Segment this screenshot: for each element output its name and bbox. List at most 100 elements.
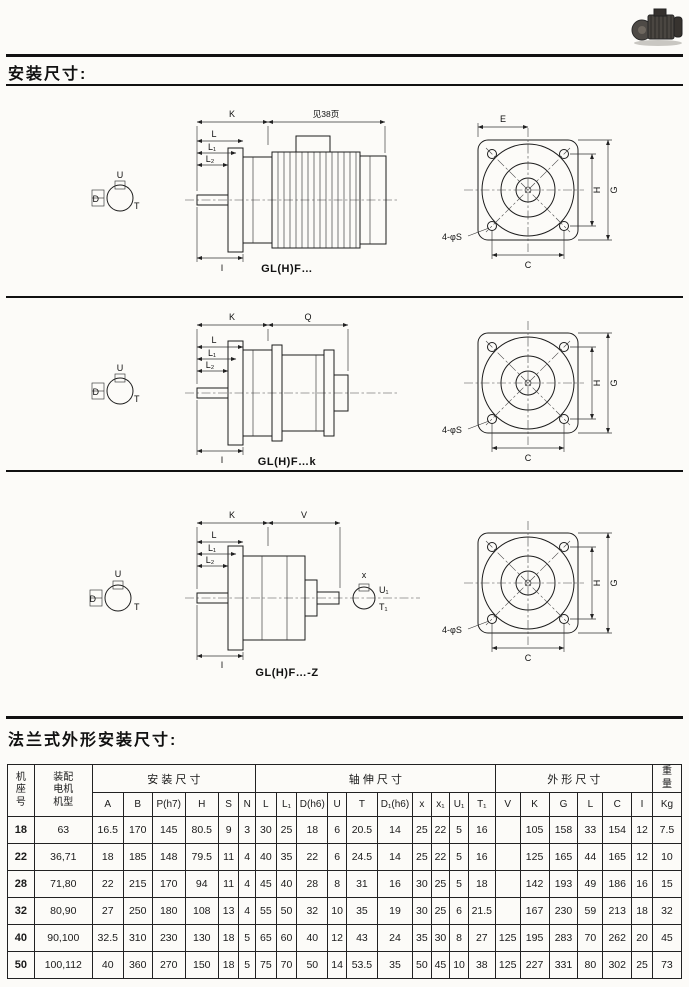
column-header: U₁ xyxy=(449,792,469,817)
table-cell: 31 xyxy=(345,870,378,898)
page-title-flange: 法兰式外形安装尺寸: xyxy=(8,732,178,749)
table-cell: 230 xyxy=(548,897,579,925)
table-cell: 30 xyxy=(412,897,432,925)
table-cell: 14 xyxy=(376,816,414,844)
table-cell: 19 xyxy=(376,897,414,925)
dim-label-holes: 4-φS xyxy=(442,625,462,635)
table-cell: 180 xyxy=(151,897,186,925)
table-cell: 4 xyxy=(238,897,256,925)
table-cell: 186 xyxy=(602,870,633,898)
table-cell: 22 xyxy=(430,843,451,871)
rule-sep-1 xyxy=(6,296,683,298)
table-cell: 22 xyxy=(7,843,35,871)
dim-label-c: C xyxy=(525,260,532,270)
table-cell: 15 xyxy=(651,870,683,898)
table-cell: 14 xyxy=(327,951,347,979)
dim-label-c: C xyxy=(525,453,532,463)
table-cell: 40 xyxy=(255,843,277,871)
table-cell: 170 xyxy=(122,816,153,844)
dim-label-holes: 4-φS xyxy=(442,425,462,435)
table-cell: 35 xyxy=(412,924,432,952)
dim-label-v: V xyxy=(301,510,307,520)
column-header: U xyxy=(327,792,347,817)
table-cell: 24.5 xyxy=(345,843,378,871)
side-view-k xyxy=(185,340,398,446)
column-header: K xyxy=(519,792,550,817)
column-header: D₁(h6) xyxy=(376,792,414,817)
table-cell: 193 xyxy=(548,870,579,898)
table-cell: 70 xyxy=(275,951,298,979)
table-cell: 158 xyxy=(548,816,579,844)
diagram-glhf-k: U D T K Q L L₁ xyxy=(91,312,619,468)
table-cell: 9 xyxy=(217,816,240,844)
dim-label-t: T xyxy=(134,602,140,612)
table-cell: 7.5 xyxy=(651,816,683,844)
table-cell: 43 xyxy=(345,924,378,952)
table-cell: 170 xyxy=(151,870,186,898)
table-cell: 59 xyxy=(577,897,604,925)
dim-label-h: H xyxy=(592,187,602,194)
table-cell: 55 xyxy=(255,897,277,925)
group-header-install: 安 装 尺 寸 xyxy=(91,764,257,793)
column-header: V xyxy=(494,792,521,817)
table-cell: 100,112 xyxy=(33,951,93,979)
table-cell: 18 xyxy=(467,870,496,898)
dim-label-l1: L₁ xyxy=(208,348,216,358)
side-view-z xyxy=(185,545,420,651)
table-cell: 302 xyxy=(602,951,633,979)
dim-label-l1: L₁ xyxy=(208,543,216,553)
table-cell: 250 xyxy=(122,897,153,925)
column-header: S xyxy=(217,792,240,817)
column-header: B xyxy=(122,792,153,817)
column-header: x xyxy=(412,792,432,817)
table-cell: 16 xyxy=(467,816,496,844)
table-cell: 32.5 xyxy=(91,924,124,952)
table-cell: 150 xyxy=(184,951,219,979)
table-cell: 12 xyxy=(327,924,347,952)
table-cell: 125 xyxy=(519,843,550,871)
column-header-frame: 机座号 xyxy=(7,764,35,817)
gear-motor-photo xyxy=(631,8,683,46)
table-cell: 230 xyxy=(151,924,186,952)
table-cell: 70 xyxy=(577,924,604,952)
table-cell: 25 xyxy=(631,951,653,979)
table-cell: 16 xyxy=(376,870,414,898)
table-cell: 25 xyxy=(412,843,432,871)
table-cell: 331 xyxy=(548,951,579,979)
table-cell: 45 xyxy=(430,951,451,979)
column-header: P(h7) xyxy=(151,792,186,817)
table-cell: 360 xyxy=(122,951,153,979)
table-cell: 22 xyxy=(296,843,329,871)
table-cell: 215 xyxy=(122,870,153,898)
column-header: L₁ xyxy=(275,792,298,817)
table-cell: 16.5 xyxy=(91,816,124,844)
table-cell: 10 xyxy=(651,843,683,871)
table-cell: 30 xyxy=(255,816,277,844)
table-cell: 108 xyxy=(184,897,219,925)
group-header-weight: 重量 xyxy=(651,764,683,793)
column-header: D(h6) xyxy=(296,792,329,817)
table-cell: 4 xyxy=(238,870,256,898)
table-cell: 165 xyxy=(548,843,579,871)
table-cell: 49 xyxy=(577,870,604,898)
table-cell: 3 xyxy=(238,816,256,844)
table-cell: 40 xyxy=(296,924,329,952)
table-cell: 8 xyxy=(449,924,469,952)
table-cell: 44 xyxy=(577,843,604,871)
column-header: A xyxy=(91,792,124,817)
table-cell: 262 xyxy=(602,924,633,952)
table-cell: 50 xyxy=(7,951,35,979)
table-cell: 11 xyxy=(217,843,240,871)
dim-label-k: K xyxy=(229,510,235,520)
shaft-key-detail: U D T xyxy=(90,569,141,612)
table-cell: 12 xyxy=(631,843,653,871)
diagram-glhf-motor: U D T K 见38页 L L₁ xyxy=(91,109,619,275)
table-cell: 32 xyxy=(296,897,329,925)
table-cell xyxy=(494,843,521,871)
table-cell: 6 xyxy=(327,843,347,871)
table-cell xyxy=(494,897,521,925)
dimensions-side: K Q L L₁ L₂ I xyxy=(196,312,349,465)
